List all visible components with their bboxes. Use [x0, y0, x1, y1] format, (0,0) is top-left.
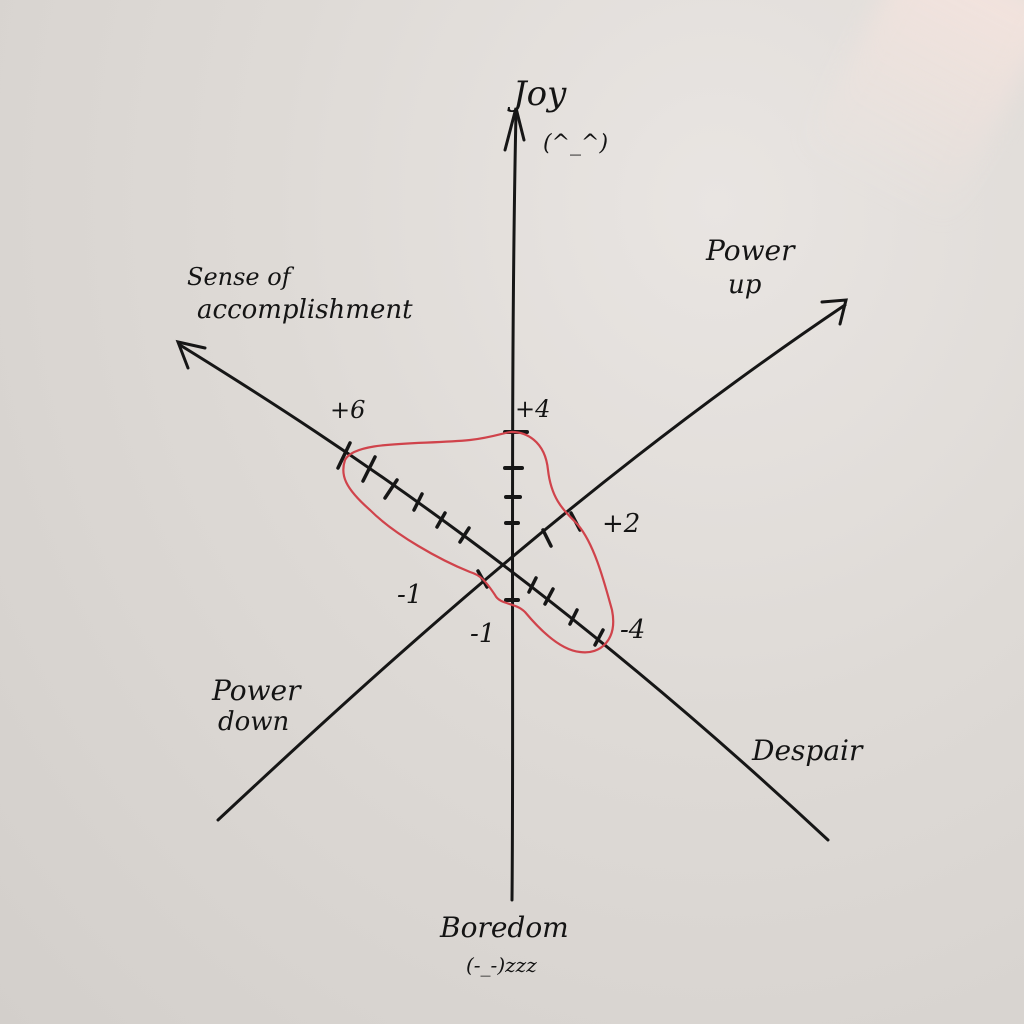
tick-label-plus2: +2 — [602, 509, 640, 539]
power-down-label-line2: down — [218, 707, 289, 737]
power-ticks — [476, 511, 582, 589]
tick-label-plus6: +6 — [330, 396, 365, 424]
tick-label-minus1-joy: -1 — [470, 619, 495, 649]
joy-axis — [503, 107, 526, 902]
despair-label: Despair — [751, 734, 864, 767]
tick-label-minus4: -4 — [620, 615, 645, 645]
joy-label: Joy — [507, 74, 567, 114]
power-up-label-line2: up — [728, 270, 762, 300]
tick-label-plus4: +4 — [515, 395, 550, 423]
tick-label-minus1-power: -1 — [397, 580, 422, 610]
boredom-label: Boredom — [439, 911, 569, 944]
accomplishment-label-line1: Sense of — [187, 263, 295, 291]
boredom-face: (-_-)zzz — [466, 953, 537, 977]
power-down-label-line1: Power — [211, 674, 302, 707]
accomplishment-axis — [175, 339, 830, 842]
accomplishment-label-line2: accomplishment — [197, 295, 413, 325]
power-up-label-line1: Power — [705, 234, 796, 267]
power-axis — [216, 298, 848, 822]
profile-shape — [342, 430, 615, 654]
accomplishment-ticks — [336, 441, 605, 647]
joy-face: (^_^) — [543, 131, 608, 156]
